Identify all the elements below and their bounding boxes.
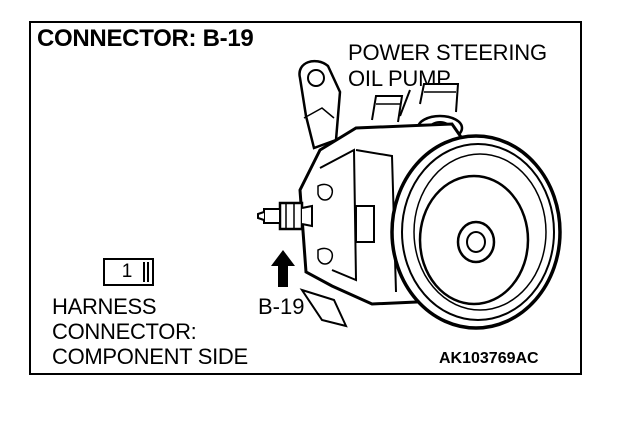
pump-pulley-groove	[401, 143, 555, 321]
figure-code: AK103769AC	[439, 350, 539, 367]
pressure-switch-terminal	[263, 208, 281, 224]
pump-side-pad	[355, 205, 375, 243]
pressure-switch-tip	[257, 211, 265, 221]
up-arrow-icon	[271, 250, 295, 287]
component-callout-line-1: POWER STEERING	[348, 40, 547, 65]
pressure-switch-body	[278, 201, 304, 231]
pump-top-fitting	[371, 95, 404, 123]
arrow-connector-label: B-19	[258, 294, 305, 319]
pump-shaft-nut	[466, 231, 486, 253]
bracket-bolt-hole	[307, 69, 325, 87]
harness-label-line-2: CONNECTOR:	[52, 319, 197, 344]
connector-symbol: 1	[103, 258, 154, 286]
connector-lock-tab	[143, 262, 149, 282]
pump-outlet-hose	[419, 83, 460, 113]
connector-pin-number: 1	[121, 261, 133, 282]
leader-line	[399, 89, 411, 117]
harness-label-line-1: HARNESS	[52, 294, 157, 319]
diagram-title: CONNECTOR: B-19	[37, 25, 254, 52]
harness-label-line-3: COMPONENT SIDE	[52, 344, 248, 369]
